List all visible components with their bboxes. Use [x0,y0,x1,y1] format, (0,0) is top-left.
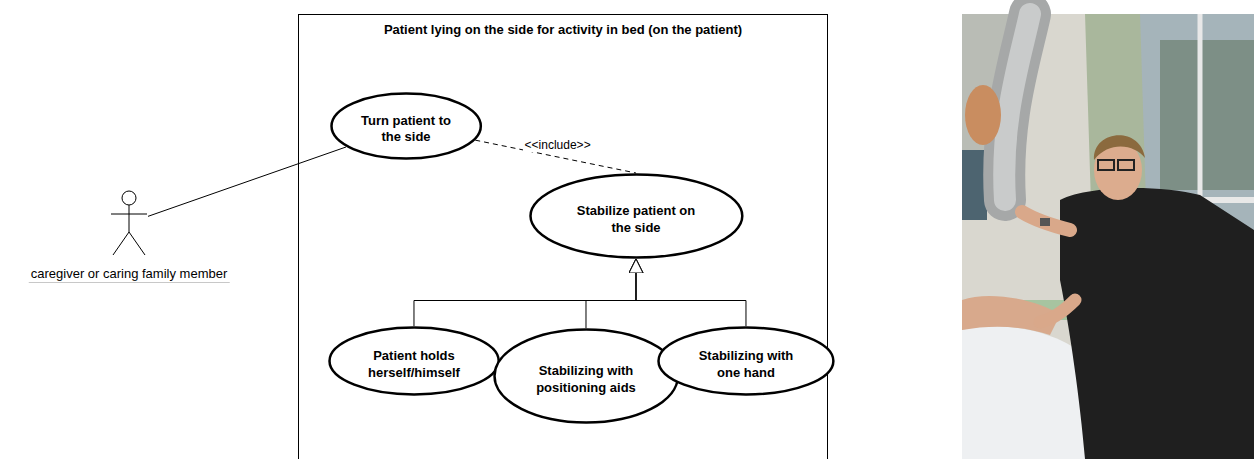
robot-arm [1004,14,1030,200]
use-case-label: Patient holds herself/himself [359,341,469,381]
use-case-label: Stabilizing with one hand [689,341,803,381]
actor-leg [129,232,145,255]
ellipse-shape [329,328,498,395]
use-case-ellipse: Stabilize patient on the side [529,173,744,259]
system-boundary: Turn patient to the sideStabilize patien… [298,14,828,459]
generalization-line [636,259,746,326]
actor-label: caregiver or caring family member [29,265,230,283]
association-line [148,147,346,216]
glasses [1118,160,1134,170]
ellipse-shape [494,330,677,423]
use-case-ellipse: Patient holds herself/himself [328,326,500,396]
use-case-label: Stabilizing with positioning aids [526,356,646,396]
stick-figure [110,190,148,256]
glasses [1098,160,1114,170]
robot-tool [965,85,1001,145]
person-hair [1094,135,1145,160]
generalization-line [414,259,636,326]
use-case-ellipse: Stabilizing with positioning aids [493,328,679,424]
person-shirt [1060,188,1254,459]
use-case-ellipse: Stabilizing with one hand [657,326,835,396]
stick-figure-lines [111,191,147,255]
use-case-ellipse: Turn patient to the side [330,92,482,160]
actor-head [122,191,136,205]
use-case-label: Stabilize patient on the side [566,196,706,236]
ellipse-shape [331,93,480,158]
watch [1040,218,1050,226]
boundary-title: Patient lying on the side for activity i… [299,15,827,37]
ellipse-shape [530,175,742,258]
stereotype-label: <<include>> [523,138,593,152]
person-arm [1040,300,1075,322]
ellipse-shape [659,328,834,395]
generalization-line [586,259,636,328]
window-view [1160,40,1254,190]
monitor [962,150,987,220]
actor-figure: caregiver or caring family member [110,190,148,256]
actor-arms [111,214,147,215]
use-case-label: Turn patient to the side [358,106,454,146]
robot-arm-highlight [1004,14,1030,200]
actor-leg [113,232,129,255]
person-arm [1022,212,1070,230]
actor-body [129,205,130,232]
room-wall [962,14,1254,459]
